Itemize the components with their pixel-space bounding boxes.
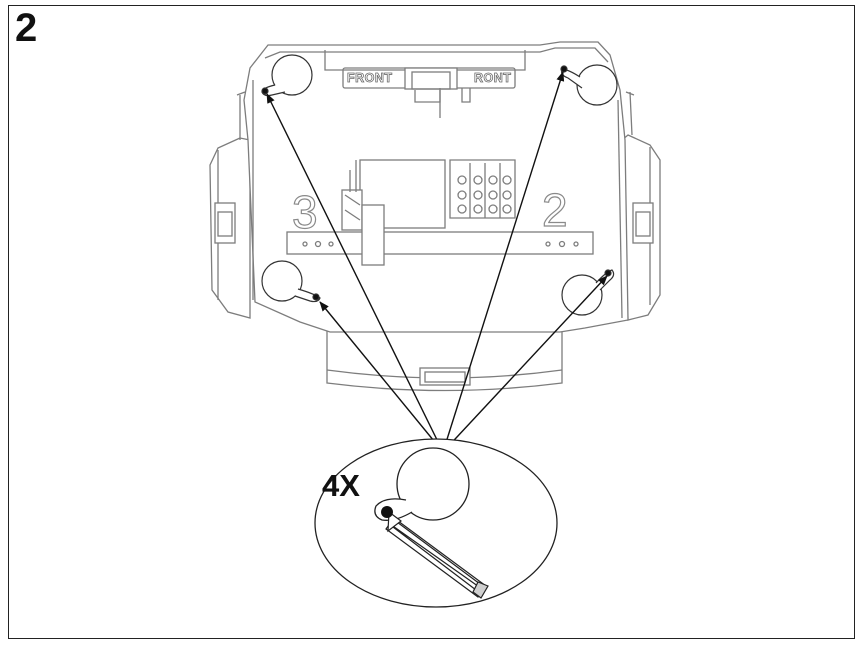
pencil-icon bbox=[385, 510, 489, 599]
front-label-right: RONT bbox=[474, 71, 511, 85]
arrow-to-bottom-right bbox=[442, 275, 608, 453]
terminal-number-3: 3 bbox=[292, 186, 318, 238]
arrow-to-top-right bbox=[442, 71, 565, 453]
quantity-label: 4X bbox=[322, 468, 360, 503]
arrow-to-top-left bbox=[266, 93, 444, 453]
keyhole-bottom-left bbox=[261, 260, 321, 303]
drill-mark bbox=[381, 506, 393, 518]
terminal-number-2: 2 bbox=[542, 184, 568, 236]
keyhole-top-left bbox=[261, 54, 313, 97]
arrow-to-bottom-left bbox=[319, 301, 444, 453]
figure-frame bbox=[8, 5, 855, 639]
keyhole-top-right bbox=[560, 64, 618, 106]
front-label-left: FRONT bbox=[347, 71, 393, 85]
step-number: 2 bbox=[15, 6, 38, 50]
mounting-base bbox=[209, 41, 661, 392]
marking-arrows bbox=[266, 71, 608, 453]
detail-callout: 4X bbox=[314, 438, 558, 608]
base-labels: FRONT RONT 3 2 bbox=[291, 71, 568, 239]
